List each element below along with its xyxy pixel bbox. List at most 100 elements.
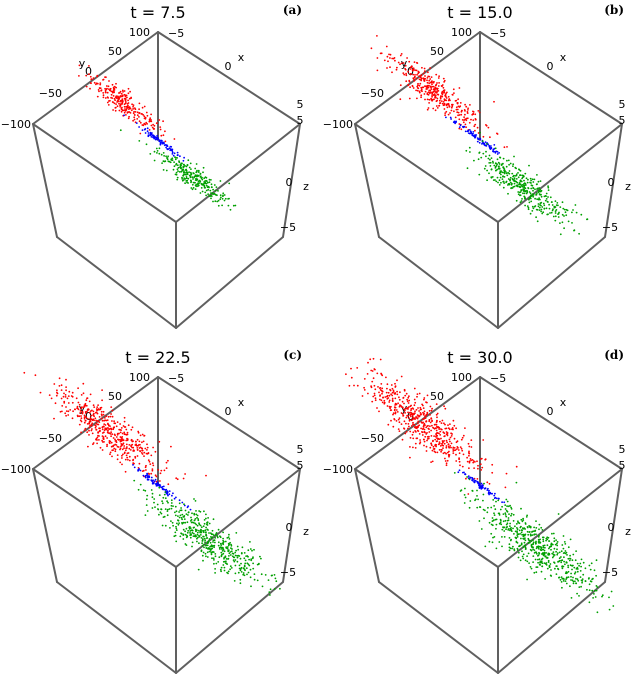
data-point	[407, 427, 409, 430]
data-point	[65, 386, 67, 388]
data-point	[576, 578, 579, 581]
data-point	[417, 72, 420, 75]
data-point	[551, 204, 554, 206]
data-point	[161, 524, 164, 527]
data-point	[502, 167, 505, 170]
z-tick-label: 0	[608, 521, 615, 534]
data-point	[482, 152, 485, 155]
data-point	[491, 492, 493, 495]
data-point	[182, 528, 185, 531]
data-point	[138, 462, 141, 465]
data-point	[162, 485, 165, 488]
data-point	[523, 184, 525, 187]
data-point	[146, 478, 149, 481]
data-point	[527, 206, 530, 209]
data-point	[508, 537, 511, 539]
data-point	[135, 444, 138, 447]
data-point	[407, 84, 410, 87]
data-point	[426, 98, 429, 101]
data-point	[174, 158, 177, 161]
data-point	[157, 469, 160, 471]
data-point	[114, 434, 116, 437]
data-point	[453, 424, 456, 427]
data-point	[445, 110, 448, 113]
data-point	[216, 194, 218, 197]
data-point	[429, 425, 431, 428]
data-point	[158, 152, 161, 155]
data-point	[168, 508, 171, 510]
data-point	[132, 119, 135, 122]
data-point	[510, 530, 513, 532]
data-point	[171, 521, 174, 524]
data-point	[71, 417, 74, 420]
data-point	[418, 442, 421, 445]
data-point	[472, 119, 475, 121]
data-point	[53, 417, 55, 420]
data-point	[562, 535, 565, 537]
data-point	[366, 373, 369, 375]
data-point	[119, 461, 122, 464]
data-point	[542, 544, 545, 547]
data-point	[178, 516, 181, 519]
y-tick-label: 100	[451, 26, 472, 39]
data-point	[48, 394, 51, 396]
data-point	[120, 445, 122, 448]
data-point	[448, 455, 450, 458]
data-point	[164, 140, 167, 143]
data-point	[477, 138, 480, 141]
data-point	[376, 372, 379, 375]
data-point	[522, 174, 525, 177]
cube-edge	[32, 123, 177, 223]
data-point	[489, 165, 492, 167]
data-point	[114, 96, 117, 99]
data-point	[63, 400, 66, 403]
data-point	[481, 485, 484, 487]
data-point	[421, 403, 423, 406]
data-point	[557, 204, 559, 207]
data-point	[540, 195, 543, 198]
data-point	[223, 566, 226, 569]
data-point	[387, 391, 390, 394]
data-point	[442, 452, 445, 455]
data-point	[376, 407, 378, 409]
data-point	[165, 467, 168, 469]
data-point	[161, 162, 164, 165]
data-point	[557, 561, 559, 563]
data-point	[123, 426, 126, 428]
data-point	[436, 431, 438, 434]
data-point	[400, 375, 403, 378]
z-tick-label: 5	[619, 114, 626, 127]
data-point	[394, 386, 397, 388]
data-point	[400, 53, 403, 55]
data-point	[394, 59, 396, 62]
data-point	[120, 92, 123, 95]
data-point	[576, 562, 579, 565]
data-point	[486, 169, 488, 172]
cube-edge	[604, 123, 623, 238]
data-point	[539, 180, 542, 183]
data-point	[478, 141, 481, 144]
series-0	[370, 35, 508, 149]
data-point	[229, 551, 232, 553]
data-point	[142, 474, 145, 477]
data-point	[393, 409, 396, 412]
data-point	[146, 474, 149, 476]
data-point	[376, 57, 379, 59]
data-point	[106, 445, 108, 448]
data-point	[426, 432, 428, 434]
data-point	[463, 109, 466, 111]
data-point	[460, 438, 463, 441]
data-point	[139, 443, 141, 446]
data-point	[127, 458, 129, 461]
data-point	[188, 526, 191, 529]
data-point	[64, 412, 67, 415]
data-point	[376, 35, 378, 37]
data-point	[441, 102, 444, 105]
data-point	[425, 88, 428, 90]
data-point	[466, 456, 468, 459]
data-point	[81, 411, 84, 413]
data-point	[588, 601, 591, 604]
data-point	[467, 475, 470, 478]
data-point	[422, 411, 424, 414]
data-point	[111, 449, 114, 452]
